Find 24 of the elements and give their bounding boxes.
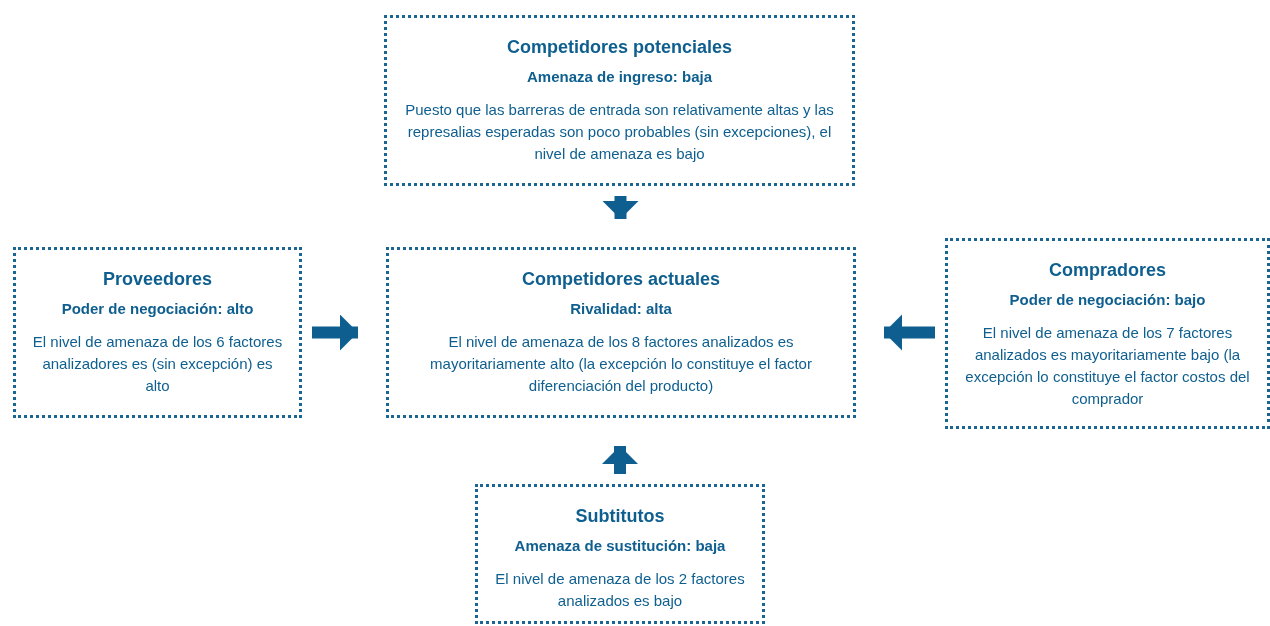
node-subtitle: Rivalidad: alta — [570, 299, 672, 319]
node-title: Competidores potenciales — [506, 36, 733, 59]
node-description: El nivel de amenaza de los 8 factores analizados es mayoritariamente alto (la excepción lo constituye el factor diferenciación del producto) — [429, 332, 813, 396]
node-subtitle: Poder de negociación: bajo — [1009, 290, 1206, 310]
dotted-box — [945, 238, 1270, 429]
block-arrow — [602, 196, 639, 219]
node-title: Proveedores — [102, 268, 213, 291]
block-arrow — [602, 446, 638, 474]
block-arrow — [312, 314, 358, 351]
dotted-box — [386, 247, 856, 418]
node-subtitle: Amenaza de sustitución: baja — [514, 536, 726, 556]
node-description: El nivel de amenaza de los 7 factores analizados es mayoritariamente bajo (la excepción lo constituye el factor costos del comprador — [964, 323, 1251, 409]
dotted-box — [475, 484, 765, 624]
node-title: Competidores actuales — [521, 268, 721, 291]
node-subtitle: Poder de negociación: alto — [61, 299, 254, 319]
node-description: El nivel de amenaza de los 6 factores analizadores es (sin excepción) es alto — [32, 332, 283, 396]
dotted-box — [384, 15, 855, 186]
block-arrow — [884, 314, 935, 351]
node-subtitle: Amenaza de ingreso: baja — [526, 67, 713, 87]
dotted-box — [13, 247, 302, 418]
node-title: Subtitutos — [575, 505, 665, 528]
node-description: El nivel de amenaza de los 2 factores analizados es bajo — [494, 569, 746, 611]
node-description: Puesto que las barreras de entrada son relativamente altas y las represalias esperadas son poco probables (sin excepciones), el nivel de amenaza es bajo — [404, 100, 835, 164]
node-title: Compradores — [1049, 259, 1166, 282]
